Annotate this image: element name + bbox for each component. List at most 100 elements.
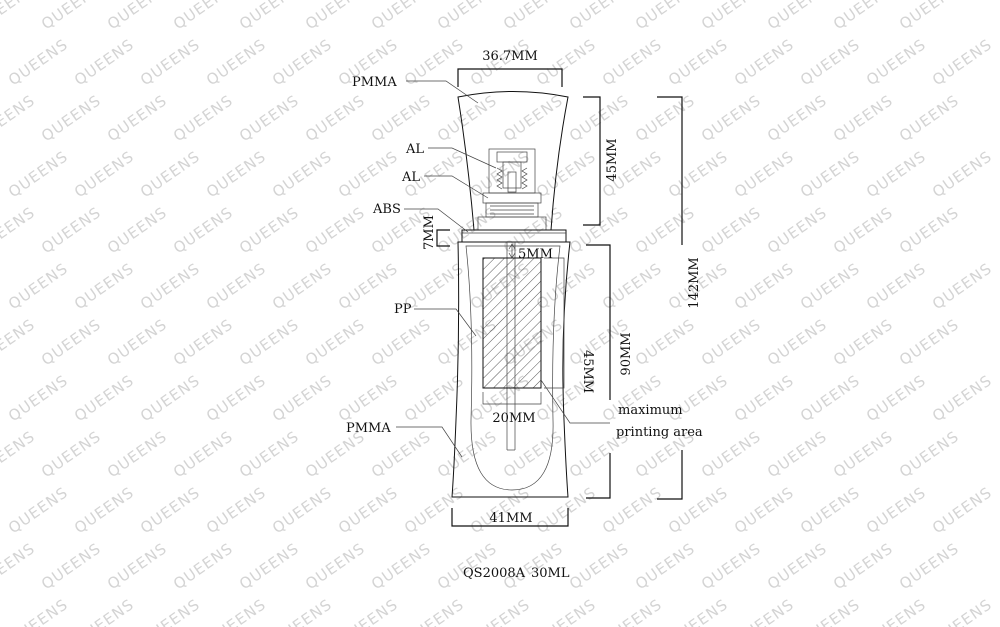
watermark-text: QUEENS: [764, 539, 830, 593]
watermark-text: QUEENS: [5, 483, 71, 537]
watermark-text: QUEENS: [0, 203, 38, 257]
watermark-text: QUEENS: [929, 595, 995, 627]
print-note-line1: maximum: [618, 403, 683, 418]
watermark-text: QUEENS: [236, 427, 302, 481]
watermark-text: QUEENS: [632, 539, 698, 593]
watermark-text: QUEENS: [71, 595, 137, 627]
watermark-text: QUEENS: [665, 35, 731, 89]
watermark-text: QUEENS: [731, 259, 797, 313]
watermark-text: QUEENS: [533, 147, 599, 201]
watermark-text: QUEENS: [170, 91, 236, 145]
watermark-text: QUEENS: [335, 483, 401, 537]
watermark-text: QUEENS: [368, 539, 434, 593]
watermark-text: QUEENS: [863, 483, 929, 537]
watermark-text: QUEENS: [599, 483, 665, 537]
watermark-text: QUEENS: [566, 91, 632, 145]
watermark-text: QUEENS: [236, 91, 302, 145]
watermark-text: QUEENS: [896, 539, 962, 593]
watermark-text: QUEENS: [71, 483, 137, 537]
watermark-text: QUEENS: [38, 203, 104, 257]
watermark-text: QUEENS: [335, 595, 401, 627]
watermark-text: QUEENS: [0, 0, 38, 33]
watermark-text: QUEENS: [863, 147, 929, 201]
bottle-inner: [465, 245, 561, 491]
watermark-text: QUEENS: [302, 0, 368, 33]
watermark-text: QUEENS: [533, 483, 599, 537]
watermark-text: QUEENS: [863, 35, 929, 89]
watermark-text: QUEENS: [896, 0, 962, 33]
watermark-text: QUEENS: [203, 147, 269, 201]
watermark-text: QUEENS: [236, 0, 302, 33]
watermark-text: QUEENS: [599, 259, 665, 313]
watermark-text: QUEENS: [797, 35, 863, 89]
watermark-text: QUEENS: [665, 595, 731, 627]
watermark-text: QUEENS: [665, 147, 731, 201]
watermark-text: QUEENS: [533, 35, 599, 89]
watermark-text: QUEENS: [203, 371, 269, 425]
watermark-text: QUEENS: [632, 0, 698, 33]
watermark-text: QUEENS: [170, 539, 236, 593]
watermark-text: QUEENS: [797, 259, 863, 313]
model-code: QS2008A: [463, 566, 526, 581]
watermark-text: QUEENS: [104, 203, 170, 257]
watermark-text: QUEENS: [764, 427, 830, 481]
watermark-text: QUEENS: [38, 539, 104, 593]
watermark-text: QUEENS: [929, 147, 995, 201]
label-pump-material-2: AL: [401, 170, 420, 185]
label-inner-material: PP: [394, 302, 412, 317]
watermark-text: QUEENS: [269, 259, 335, 313]
cap-outline: [457, 91, 569, 231]
watermark-text: QUEENS: [170, 203, 236, 257]
watermark-text: QUEENS: [104, 315, 170, 369]
dim-body-height: 90MM: [619, 332, 634, 375]
label-bottle-material: PMMA: [346, 421, 391, 436]
watermark-text: QUEENS: [731, 147, 797, 201]
watermark-text: QUEENS: [797, 595, 863, 627]
watermark-text: QUEENS: [764, 315, 830, 369]
printing-area: [482, 257, 542, 389]
watermark-text: QUEENS: [38, 315, 104, 369]
watermark-text: QUEENS: [269, 147, 335, 201]
watermark-text: QUEENS: [203, 483, 269, 537]
dim-print-width: 20MM: [492, 411, 535, 426]
watermark-text: QUEENS: [731, 35, 797, 89]
dim-total-height: 142MM: [687, 257, 702, 308]
bottle-outer: [451, 241, 571, 498]
watermark-text: QUEENS: [599, 595, 665, 627]
watermark-text: QUEENS: [797, 483, 863, 537]
watermark-text: QUEENS: [269, 371, 335, 425]
watermark-text: QUEENS: [269, 483, 335, 537]
watermark-text: QUEENS: [500, 427, 566, 481]
watermark-text: QUEENS: [764, 91, 830, 145]
watermark-text: QUEENS: [863, 259, 929, 313]
watermark-text: QUEENS: [137, 371, 203, 425]
watermark-text: QUEENS: [38, 427, 104, 481]
watermark-text: QUEENS: [302, 91, 368, 145]
watermark-text: QUEENS: [467, 595, 533, 627]
watermark-text: QUEENS: [863, 595, 929, 627]
watermark-text: QUEENS: [830, 203, 896, 257]
watermark-text: QUEENS: [5, 595, 71, 627]
watermark-text: QUEENS: [797, 147, 863, 201]
watermark-text: QUEENS: [500, 0, 566, 33]
watermark-text: QUEENS: [698, 203, 764, 257]
watermark-text: QUEENS: [632, 203, 698, 257]
watermark-text: QUEENS: [599, 35, 665, 89]
watermark-text: QUEENS: [731, 595, 797, 627]
watermark-text: QUEENS: [368, 0, 434, 33]
dim-collar-height: 7MM: [422, 215, 437, 250]
watermark-text: QUEENS: [203, 35, 269, 89]
watermark-text: QUEENS: [236, 203, 302, 257]
watermark-text: QUEENS: [302, 203, 368, 257]
watermark-text: QUEENS: [71, 35, 137, 89]
watermark-text: QUEENS: [632, 91, 698, 145]
watermark-text: QUEENS: [731, 483, 797, 537]
watermark-text: QUEENS: [170, 315, 236, 369]
watermark-text: QUEENS: [929, 259, 995, 313]
watermark-text: QUEENS: [5, 259, 71, 313]
watermark-text: QUEENS: [698, 91, 764, 145]
watermark-text: QUEENS: [302, 539, 368, 593]
watermark-text: QUEENS: [203, 595, 269, 627]
watermark-text: QUEENS: [401, 595, 467, 627]
